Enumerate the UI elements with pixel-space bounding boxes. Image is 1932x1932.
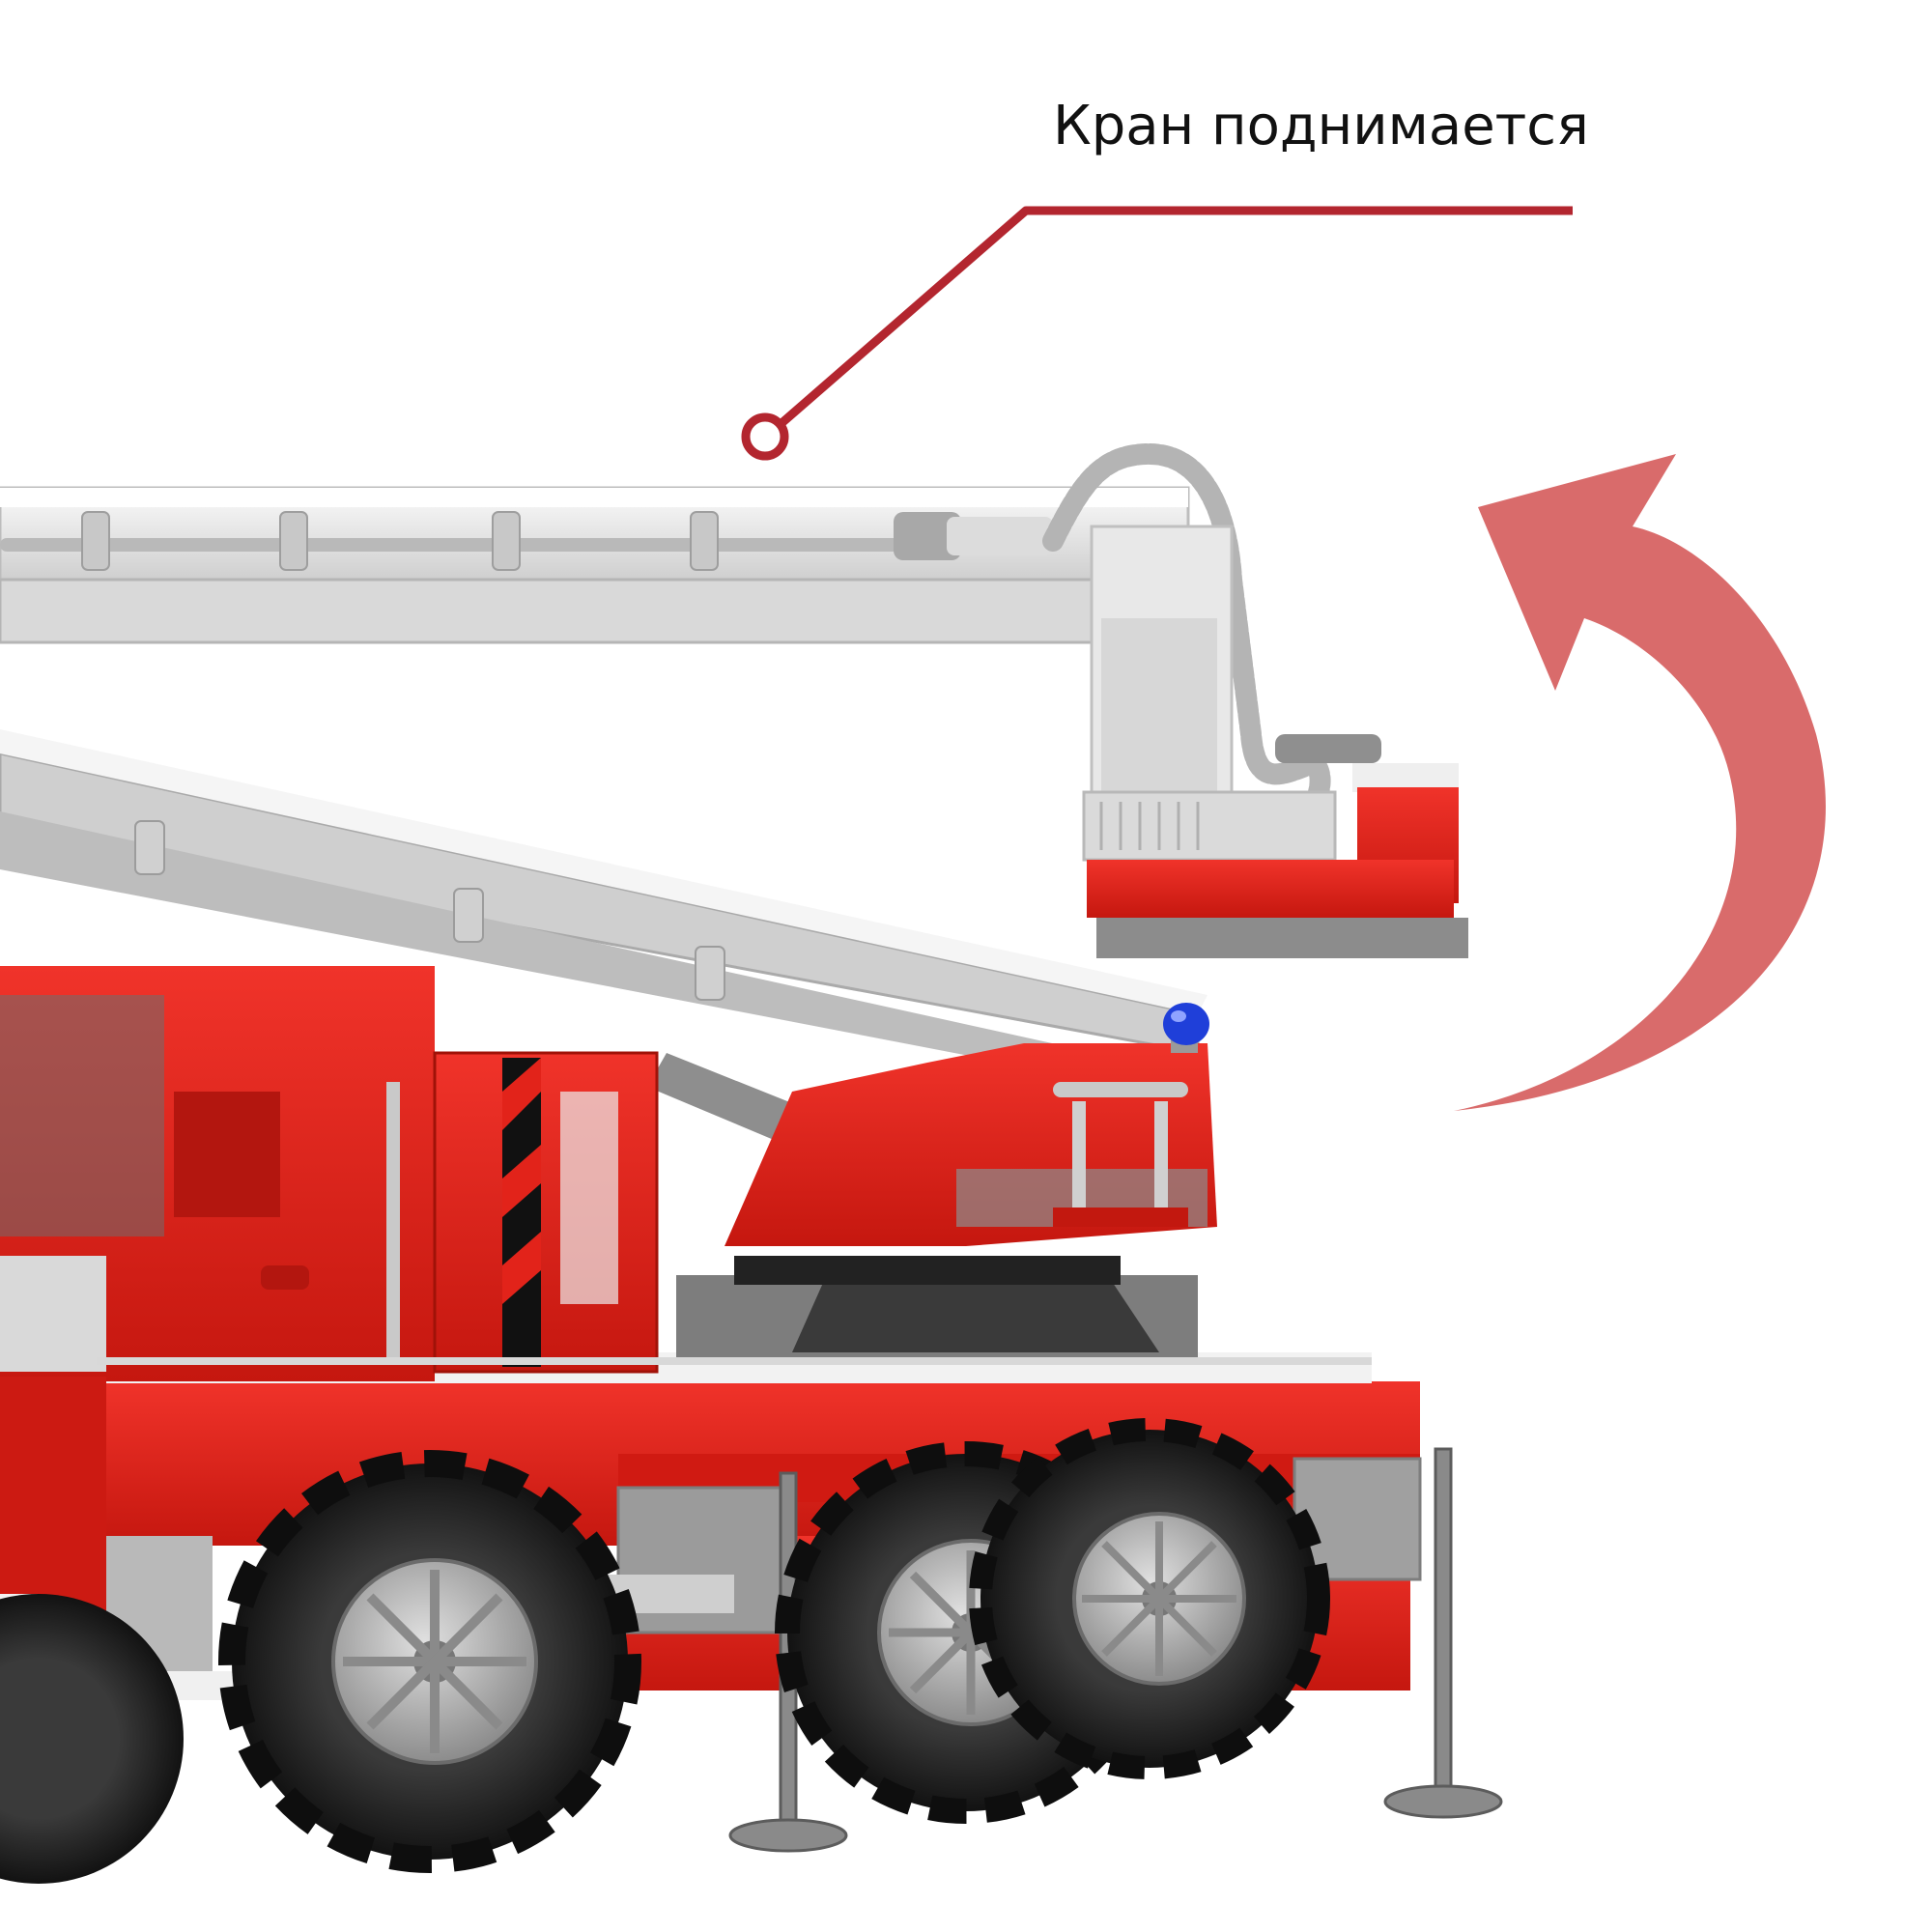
wheels: [0, 1418, 1330, 1884]
curved-arrow-icon: [1454, 454, 1826, 1111]
callout-leader: [741, 206, 1573, 461]
outrigger-jacks: [728, 1447, 1503, 1853]
rescue-basket: [1082, 525, 1468, 958]
callout-label: Кран поднимается: [1053, 95, 1589, 157]
truck-body: [0, 966, 1422, 1700]
upper-boom: [0, 486, 1190, 644]
